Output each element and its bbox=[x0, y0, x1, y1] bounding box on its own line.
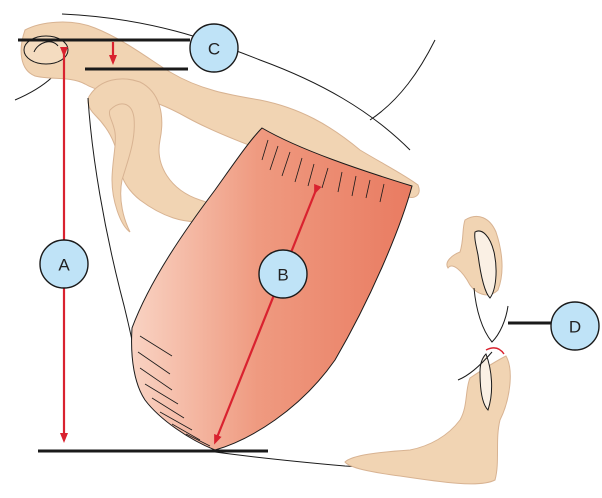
callout-b-label: B bbox=[277, 266, 288, 285]
occlusal-contact bbox=[486, 348, 504, 354]
callout-a: A bbox=[40, 240, 88, 288]
callout-c: C bbox=[190, 24, 238, 72]
callout-a-label: A bbox=[58, 256, 70, 275]
skull-back-line bbox=[370, 40, 435, 120]
callout-c-label: C bbox=[208, 40, 220, 59]
callout-d-label: D bbox=[569, 318, 581, 337]
maxilla-region bbox=[447, 216, 508, 354]
callout-d: D bbox=[551, 302, 599, 350]
callout-b: B bbox=[259, 250, 307, 298]
lower-jaw-anterior bbox=[345, 352, 510, 484]
